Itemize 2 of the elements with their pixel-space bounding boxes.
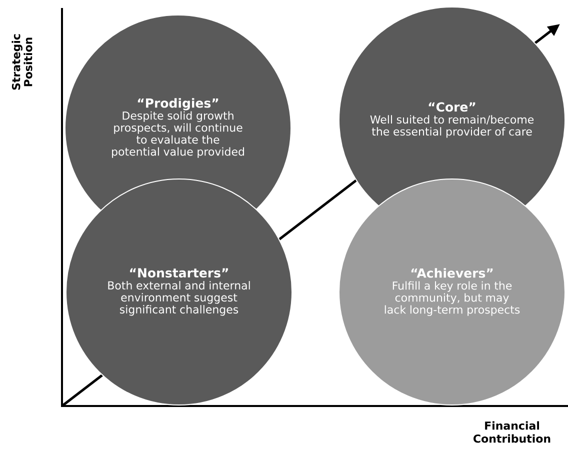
axis-label: Financial Contribution: [474, 421, 550, 443]
axis-label: Strategic Position: [12, 34, 32, 90]
